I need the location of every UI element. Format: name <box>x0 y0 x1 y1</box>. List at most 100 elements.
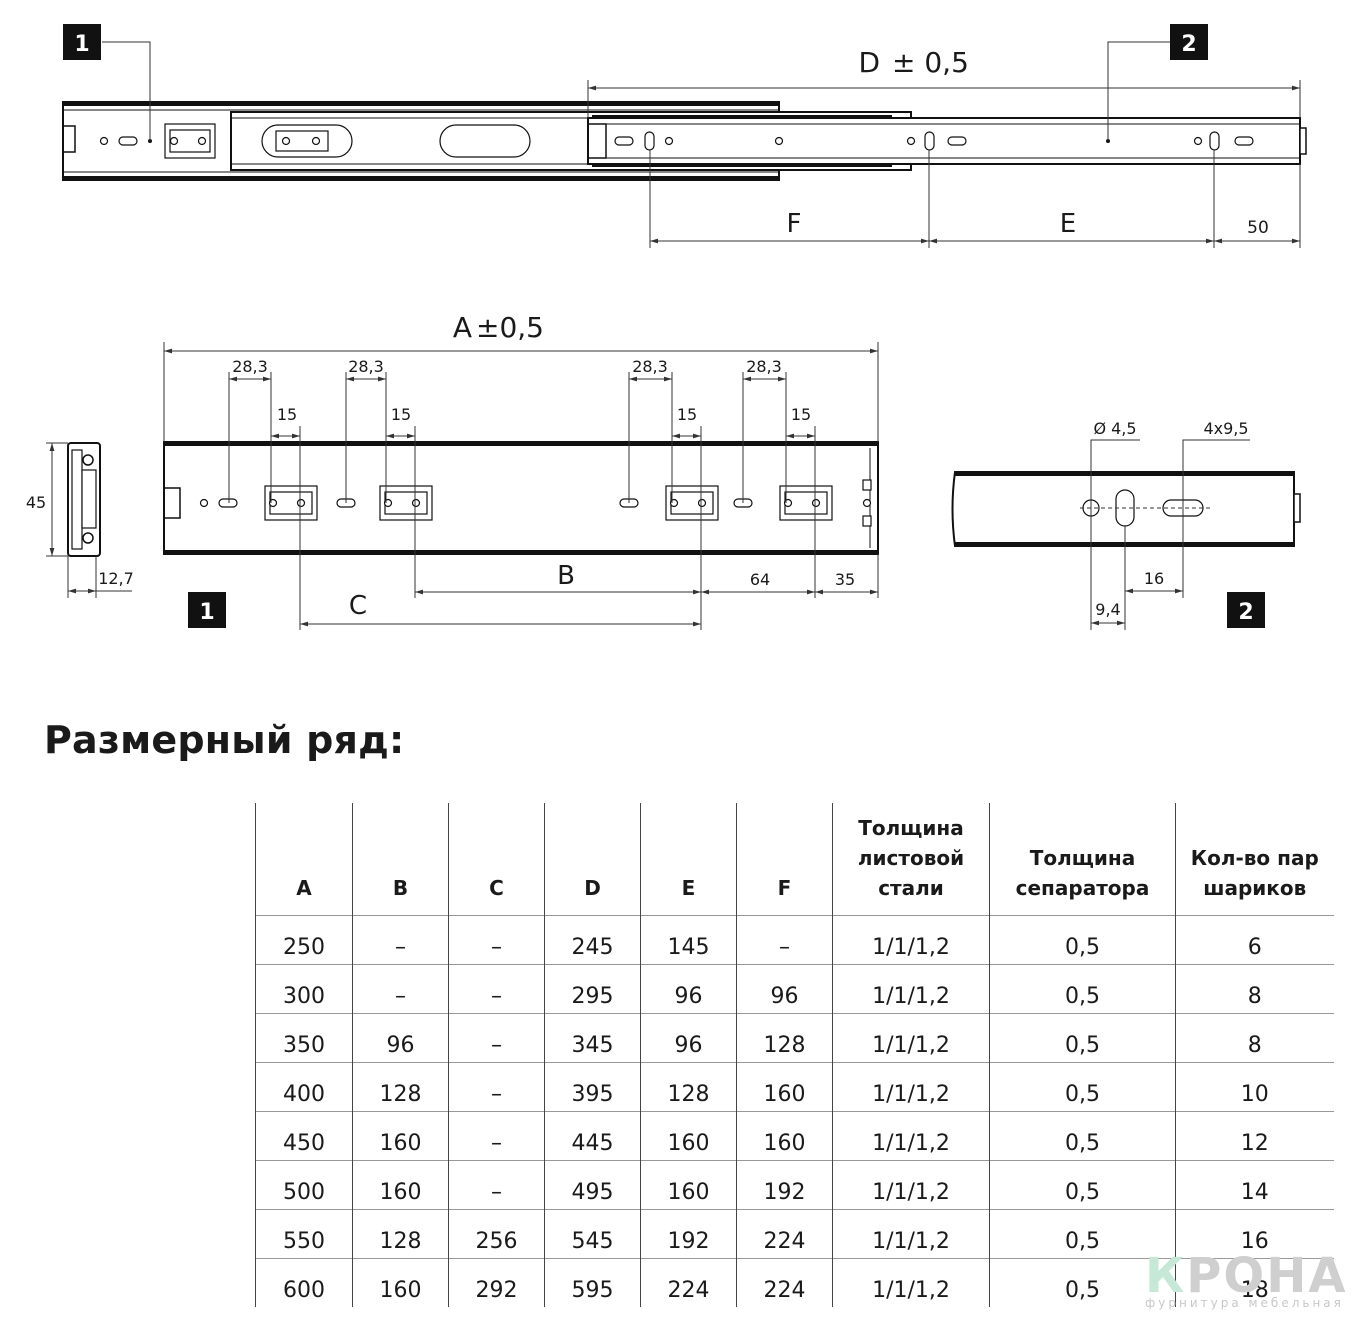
table-cell: 395 <box>544 1062 641 1112</box>
table-cell: 1/1/1,2 <box>832 1258 990 1307</box>
badge-1-top: 1 <box>74 32 89 57</box>
table-cell: 96 <box>640 1013 737 1063</box>
table-cell: 1/1/1,2 <box>832 1160 990 1210</box>
table-cell: 128 <box>736 1013 833 1063</box>
table-cell: 12 <box>1175 1111 1334 1161</box>
outer-rail-detail: A ±0,5 28,3 15 28,3 15 28,3 15 28,3 15 <box>163 311 879 630</box>
table-cell: 145 <box>640 915 737 965</box>
table-cell: 0,5 <box>989 915 1176 965</box>
table-cell: – <box>736 915 833 965</box>
table-cell: 160 <box>352 1111 449 1161</box>
table-cell: 1/1/1,2 <box>832 1111 990 1161</box>
table-cell: 595 <box>544 1258 641 1307</box>
table-cell: 8 <box>1175 1013 1334 1063</box>
dim-e-label: E <box>1060 209 1076 239</box>
dim-64-label: 64 <box>750 570 770 589</box>
col-header-steel-thickness: Толщина листовой стали <box>832 803 990 916</box>
table-cell: 550 <box>255 1209 353 1259</box>
table-cell: 500 <box>255 1160 353 1210</box>
table-cell: 345 <box>544 1013 641 1063</box>
dim-28-3-label-4: 28,3 <box>746 357 782 376</box>
table-cell: 245 <box>544 915 641 965</box>
table-cell: 495 <box>544 1160 641 1210</box>
table-cell: 0,5 <box>989 964 1176 1014</box>
table-cell: 160 <box>640 1160 737 1210</box>
dim-c-label: C <box>349 591 367 621</box>
table-cell: 96 <box>736 964 833 1014</box>
dim-a-tolerance: ±0,5 <box>476 311 544 344</box>
dim-b-label: B <box>557 561 575 591</box>
badge-2-top: 2 <box>1181 32 1196 57</box>
logo-tagline: фурнитура мебельная <box>1145 1296 1344 1310</box>
table-cell: – <box>448 915 545 965</box>
logo-letter-k: К <box>1145 1248 1187 1304</box>
table-cell: 160 <box>352 1258 449 1307</box>
table-cell: – <box>352 964 449 1014</box>
dim-28-3-label-1: 28,3 <box>232 357 268 376</box>
dim-d-tolerance: ± 0,5 <box>892 46 969 79</box>
table-cell: 292 <box>448 1258 545 1307</box>
dim-45-label: 45 <box>26 493 46 512</box>
table-cell: – <box>448 1111 545 1161</box>
col-header-separator-thickness: Толщина сепаратора <box>989 803 1176 916</box>
table-cell: 14 <box>1175 1160 1334 1210</box>
table-cell: 295 <box>544 964 641 1014</box>
dim-slot-label: 4x9,5 <box>1203 419 1248 438</box>
table-cell: 0,5 <box>989 1013 1176 1063</box>
dim-15-label-4: 15 <box>791 405 811 424</box>
table-cell: 445 <box>544 1111 641 1161</box>
table-cell: 6 <box>1175 915 1334 965</box>
table-cell: 256 <box>448 1209 545 1259</box>
table-cell: – <box>448 964 545 1014</box>
dim-35-label: 35 <box>835 570 855 589</box>
table-cell: 192 <box>640 1209 737 1259</box>
dim-28-3-label-3: 28,3 <box>632 357 668 376</box>
table-cell: 160 <box>352 1160 449 1210</box>
col-header-f: F <box>736 803 833 916</box>
table-cell: 0,5 <box>989 1209 1176 1259</box>
table-cell: 1/1/1,2 <box>832 915 990 965</box>
table-cell: – <box>448 1013 545 1063</box>
dim-d-label: D <box>858 46 880 79</box>
badge-2-detail: 2 <box>1238 600 1253 625</box>
table-cell: 18 <box>1175 1258 1334 1307</box>
table-cell: – <box>448 1062 545 1112</box>
table-cell: 224 <box>736 1209 833 1259</box>
table-cell: 350 <box>255 1013 353 1063</box>
table-cell: 128 <box>640 1062 737 1112</box>
table-cell: 545 <box>544 1209 641 1259</box>
size-range-table: A B C D E F Толщина листовой стали Толщи… <box>255 803 1334 1307</box>
table-cell: 16 <box>1175 1209 1334 1259</box>
inner-rail-detail: Ø 4,5 4x9,5 16 9,4 2 <box>951 419 1301 630</box>
dim-diameter-label: Ø 4,5 <box>1093 419 1136 438</box>
table-cell: 8 <box>1175 964 1334 1014</box>
table-cell: 0,5 <box>989 1160 1176 1210</box>
extended-slide-view: 1 2 D ± 0,5 F E 50 <box>62 24 1307 248</box>
col-header-b: B <box>352 803 449 916</box>
table-cell: 128 <box>352 1062 449 1112</box>
technical-drawing: 1 2 D ± 0,5 F E 50 45 12,7 <box>26 24 1307 630</box>
table-cell: 1/1/1,2 <box>832 1013 990 1063</box>
table-cell: 1/1/1,2 <box>832 964 990 1014</box>
table-cell: 600 <box>255 1258 353 1307</box>
table-cell: 450 <box>255 1111 353 1161</box>
table-cell: 160 <box>736 1062 833 1112</box>
table-cell: 128 <box>352 1209 449 1259</box>
dim-16-label: 16 <box>1144 569 1164 588</box>
dim-15-label-2: 15 <box>391 405 411 424</box>
table-cell: 192 <box>736 1160 833 1210</box>
dim-50-label: 50 <box>1247 218 1269 238</box>
logo-wordmark: КРОНА <box>1145 1250 1348 1302</box>
col-header-ball-pairs: Кол-во пар шариков <box>1175 803 1334 916</box>
col-header-e: E <box>640 803 737 916</box>
table-cell: 10 <box>1175 1062 1334 1112</box>
table-cell: 400 <box>255 1062 353 1112</box>
dim-a-label: A <box>453 311 472 344</box>
